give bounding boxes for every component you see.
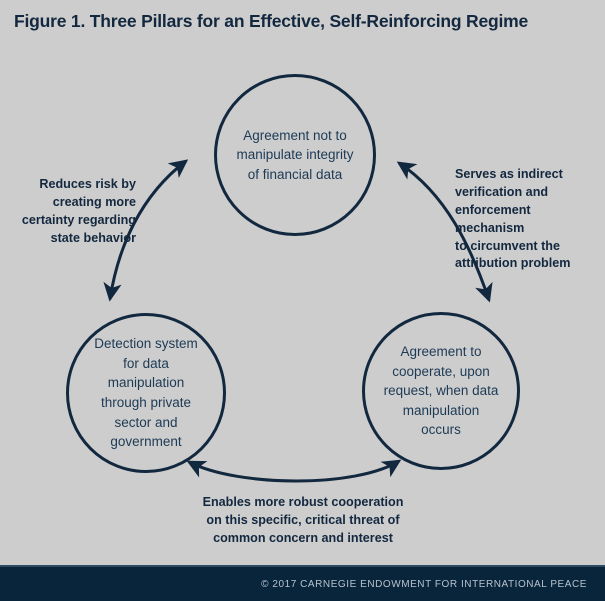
copyright-text: © 2017 CARNEGIE ENDOWMENT FOR INTERNATIO… bbox=[261, 578, 587, 590]
page-title: Figure 1. Three Pillars for an Effective… bbox=[14, 11, 529, 31]
node-label: Agreement not to manipulate integrity of… bbox=[236, 127, 354, 182]
figure-footer: © 2017 CARNEGIE ENDOWMENT FOR INTERNATIO… bbox=[0, 567, 605, 601]
node-agreement-cooperate[interactable]: Agreement to cooperate, upon request, wh… bbox=[362, 312, 520, 470]
node-label: Detection system for data manipulation t… bbox=[94, 336, 198, 450]
node-label: Agreement to cooperate, upon request, wh… bbox=[383, 344, 499, 438]
node-detection-system[interactable]: Detection system for data manipulation t… bbox=[66, 313, 226, 473]
node-agreement-integrity[interactable]: Agreement not to manipulate integrity of… bbox=[214, 74, 376, 236]
caption-left: Reduces risk by creating more certainty … bbox=[21, 177, 136, 245]
footer-divider bbox=[0, 565, 605, 567]
caption-bottom: Enables more robust cooperation on this … bbox=[202, 495, 404, 545]
figure-header: Figure 1. Three Pillars for an Effective… bbox=[0, 0, 605, 48]
arrow-bottom bbox=[186, 459, 402, 483]
caption-right: Serves as indirect verification and enfo… bbox=[455, 167, 571, 271]
